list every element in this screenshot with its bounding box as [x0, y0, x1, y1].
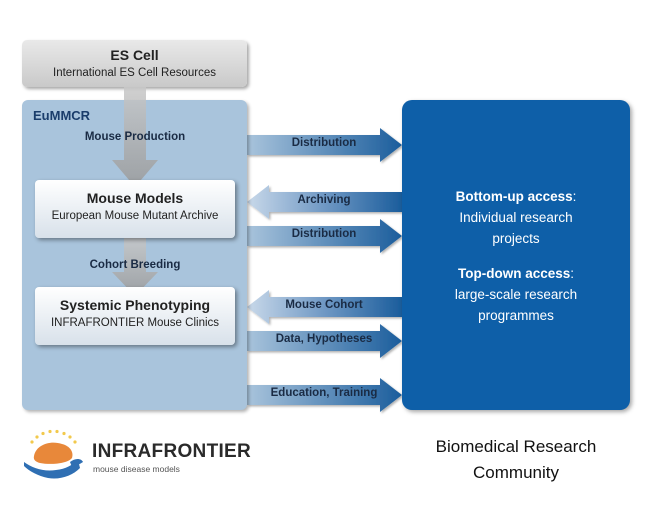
- arrow-label-mouse-cohort: Mouse Cohort: [285, 299, 363, 311]
- mouse-models-subtitle: European Mouse Mutant Archive: [51, 210, 219, 222]
- es-to-models-arrow: [112, 87, 158, 187]
- eummcr-title: EuMMCR: [33, 108, 91, 123]
- distribution-top-arrow: [247, 128, 402, 162]
- bottom-up-colon: :: [572, 189, 577, 204]
- bottom-up-line1: Individual research: [459, 210, 573, 225]
- mouse-models-title: Mouse Models: [86, 190, 184, 206]
- es-cell-subtitle: International ES Cell Resources: [53, 67, 216, 79]
- arrow-label-education-training: Education, Training: [270, 387, 378, 399]
- infrafrontier-logo-tagline: mouse disease models: [93, 464, 180, 474]
- arrow-label-distribution-top: Distribution: [291, 137, 357, 149]
- top-down-line1: large-scale research: [454, 287, 578, 302]
- data-hypotheses-arrow: [247, 324, 402, 358]
- phenotyping-title: Systemic Phenotyping: [59, 297, 211, 313]
- top-down-title: Top-down access: [457, 266, 571, 281]
- mouse-production-label: Mouse Production: [84, 131, 186, 143]
- education-training-arrow: [247, 378, 402, 412]
- infrafrontier-logo-icon: [24, 429, 83, 479]
- community-box: Bottom-up access: Individual research pr…: [402, 100, 630, 410]
- mouse-cohort-arrow: [247, 290, 402, 324]
- bottom-up-line2: projects: [492, 231, 540, 246]
- phenotyping-box: Systemic Phenotyping INFRAFRONTIER Mouse…: [35, 287, 235, 345]
- arrow-label-distribution-mid: Distribution: [291, 228, 357, 240]
- es-cell-box: ES Cell International ES Cell Resources: [22, 40, 247, 87]
- mouse-models-box: Mouse Models European Mouse Mutant Archi…: [35, 180, 235, 238]
- cohort-breeding-label: Cohort Breeding: [89, 259, 181, 271]
- distribution-mid-arrow: [247, 219, 402, 253]
- arrow-label-data-hypotheses: Data, Hypotheses: [275, 333, 373, 345]
- community-label: Biomedical Research Community: [402, 434, 630, 486]
- arrow-label-archiving: Archiving: [297, 194, 351, 206]
- es-cell-title: ES Cell: [110, 47, 159, 63]
- phenotyping-subtitle: INFRAFRONTIER Mouse Clinics: [50, 317, 220, 329]
- community-label-line1: Biomedical Research: [435, 437, 597, 456]
- models-to-phenotyping-arrow: [112, 238, 158, 296]
- top-down-colon: :: [570, 266, 575, 281]
- infrafrontier-logo-text: INFRAFRONTIER: [92, 441, 252, 462]
- community-label-line2: Community: [473, 463, 559, 482]
- archiving-arrow: [247, 185, 402, 219]
- top-down-line2: programmes: [478, 308, 554, 323]
- bottom-up-title: Bottom-up access: [455, 189, 573, 204]
